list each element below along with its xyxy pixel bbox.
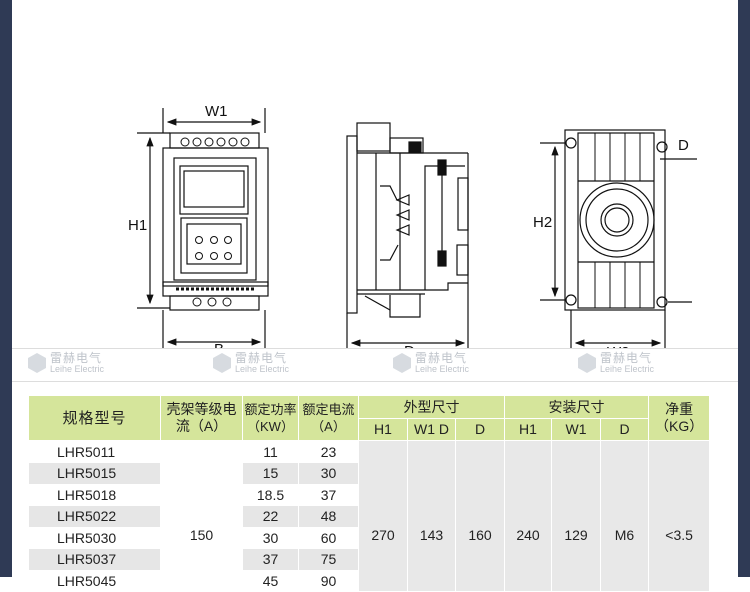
watermark-en: Leihe Electric bbox=[50, 364, 105, 374]
subheader-outer-h1: H1 bbox=[358, 418, 408, 441]
side-d-label: D bbox=[404, 343, 415, 350]
terminal-holes bbox=[180, 137, 250, 147]
model-cell: LHR5011 bbox=[28, 440, 161, 463]
back-w2-label: W2 bbox=[607, 344, 630, 350]
right-frame-bar bbox=[738, 0, 750, 577]
install-h1-cell: 240 bbox=[504, 440, 552, 592]
logo-icon bbox=[28, 353, 46, 373]
back-h2-label: H2 bbox=[533, 214, 552, 231]
watermark-band bbox=[12, 348, 738, 382]
install-d-cell: M6 bbox=[600, 440, 649, 592]
power-cell: 11 bbox=[242, 440, 299, 463]
model-cell: LHR5018 bbox=[28, 484, 161, 506]
dimension-drawings: W1 H1 B D H2 D W2 bbox=[128, 103, 697, 350]
outer-h1-cell: 270 bbox=[358, 440, 408, 592]
subheader-install-d: D bbox=[600, 418, 649, 441]
front-w1-label: W1 bbox=[205, 103, 228, 120]
logo-icon bbox=[213, 353, 231, 373]
model-cell: LHR5030 bbox=[28, 527, 161, 549]
subheader-outer-w1d: W1 D bbox=[407, 418, 456, 441]
outer-d-cell: 160 bbox=[455, 440, 505, 592]
subheader-install-h1: H1 bbox=[504, 418, 552, 441]
mount-holes-icon bbox=[565, 137, 668, 308]
side-view: D bbox=[346, 122, 469, 350]
table-row: LHR5011 150 11 23 270 143 160 240 129 M6… bbox=[28, 440, 711, 592]
current-cell: 30 bbox=[298, 462, 359, 484]
left-frame-bar bbox=[0, 0, 12, 577]
model-cell: LHR5037 bbox=[28, 548, 161, 570]
watermark-en: Leihe Electric bbox=[415, 364, 470, 374]
current-cell: 75 bbox=[298, 548, 359, 570]
spec-table: 规格型号 壳架等级电流（A） 额定功率（KW） 额定电流（A） 外型尺寸 安装尺… bbox=[28, 395, 711, 592]
subheader-install-w1: W1 bbox=[551, 418, 601, 441]
power-cell: 45 bbox=[242, 570, 299, 592]
watermark-en: Leihe Electric bbox=[235, 364, 290, 374]
header-model: 规格型号 bbox=[28, 395, 161, 441]
current-cell: 60 bbox=[298, 527, 359, 549]
power-cell: 37 bbox=[242, 548, 299, 570]
front-view: W1 H1 B bbox=[128, 103, 269, 350]
power-cell: 18.5 bbox=[242, 484, 299, 506]
power-cell: 22 bbox=[242, 505, 299, 527]
power-cell: 30 bbox=[242, 527, 299, 549]
current-cell: 23 bbox=[298, 440, 359, 463]
logo-icon bbox=[393, 353, 411, 373]
weight-cell: <3.5 bbox=[647, 440, 711, 592]
watermark-en: Leihe Electric bbox=[600, 364, 655, 374]
header-frame: 壳架等级电流（A） bbox=[160, 395, 243, 441]
model-cell: LHR5045 bbox=[28, 570, 161, 592]
back-view: H2 D W2 bbox=[533, 129, 697, 350]
front-h1-label: H1 bbox=[128, 217, 147, 234]
outer-w1-cell: 143 bbox=[407, 440, 456, 592]
install-w1-cell: 129 bbox=[551, 440, 601, 592]
power-cell: 15 bbox=[242, 462, 299, 484]
header-current: 额定电流（A） bbox=[298, 395, 359, 441]
watermark-cn: 雷赫电气 bbox=[600, 351, 653, 365]
frame-current-cell: 150 bbox=[160, 440, 243, 592]
current-cell: 37 bbox=[298, 484, 359, 506]
header-install: 安装尺寸 bbox=[504, 395, 649, 419]
watermark-cn: 雷赫电气 bbox=[415, 351, 468, 365]
current-cell: 48 bbox=[298, 505, 359, 527]
header-weight: 净重（KG） bbox=[647, 395, 711, 441]
front-b-label: B bbox=[214, 341, 224, 350]
model-cell: LHR5022 bbox=[28, 505, 161, 527]
watermark-cn: 雷赫电气 bbox=[235, 351, 288, 365]
back-d-label: D bbox=[678, 137, 689, 154]
header-power: 额定功率（KW） bbox=[242, 395, 299, 441]
model-cell: LHR5015 bbox=[28, 462, 161, 484]
watermark-cn: 雷赫电气 bbox=[50, 351, 103, 365]
subheader-outer-d: D bbox=[455, 418, 505, 441]
logo-icon bbox=[578, 353, 596, 373]
header-outer: 外型尺寸 bbox=[358, 395, 505, 419]
current-cell: 90 bbox=[298, 570, 359, 592]
